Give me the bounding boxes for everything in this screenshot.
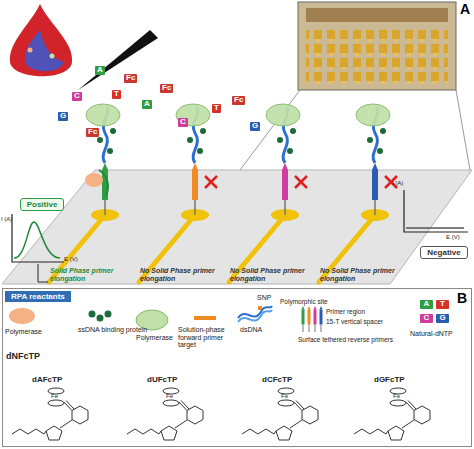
reactant-label: 15-T vertical spacer [326, 318, 383, 325]
panel: B RPA reactants [2, 288, 472, 447]
status-text: Positive [21, 199, 63, 210]
nucleotide-letter: G [250, 122, 260, 131]
element-symbol: Fe [281, 393, 288, 400]
panel-letter: A [460, 1, 470, 17]
result-text: No Solid Phase primer elongation [140, 267, 224, 282]
element-symbol: Fe [51, 393, 58, 400]
reactant-label: dsDNA [240, 326, 262, 334]
nucleotide-letter: T [436, 300, 449, 309]
nucleotide-letter: C [72, 92, 82, 101]
status-box: Positive [20, 198, 64, 211]
panel: A PositiveNegative [0, 0, 474, 286]
element-symbol: Fe [166, 393, 173, 400]
reactant-label: SNP [257, 294, 271, 302]
axis-label: I (A) [1, 216, 12, 223]
nucleotide-letter: T [212, 104, 221, 113]
nucleotide-letter: C [420, 314, 433, 323]
reactant-label: Polymorphic site [280, 298, 328, 305]
axis-label: E (V) [64, 256, 78, 263]
status-box: Negative [420, 246, 468, 259]
result-text: No Solid Phase primer elongation [320, 267, 404, 282]
element-symbol: Fe [393, 393, 400, 400]
nucleotide-letter: G [58, 112, 68, 121]
nucleotide-letter: C [178, 118, 188, 127]
panel-letter: B [457, 290, 467, 306]
reactant-label: Primer region [326, 308, 365, 315]
nucleotide-letter: A [420, 300, 433, 309]
reactant-label: Polymerase [5, 328, 42, 336]
reactant-label: ssDNA binding protein [78, 326, 147, 334]
fc-tag: Fc [232, 96, 245, 105]
reactant-label: Solution-phase forward primer target [178, 326, 234, 349]
compound-name: dCFcTP [262, 376, 292, 385]
compound-name: dNFcTP [6, 352, 40, 362]
compound-name: dUFcTP [147, 376, 177, 385]
axis-label: I (A) [392, 180, 403, 187]
result-text: Solid Phase primer elongation [50, 267, 134, 282]
compound-name: dAFcTP [32, 376, 62, 385]
status-text: Negative [421, 247, 467, 258]
fc-tag: Fc [160, 84, 173, 93]
reactant-label: Polymerase [136, 334, 173, 342]
result-text: No Solid Phase primer elongation [230, 267, 314, 282]
fc-tag: Fc [86, 128, 99, 137]
reactant-label: Natural-dNTP [410, 330, 453, 338]
nucleotide-letter: G [436, 314, 449, 323]
nucleotide-letter: A [142, 100, 152, 109]
fc-tag: Fc [124, 74, 137, 83]
reactant-label: Surface tethered reverse primers [298, 336, 393, 343]
panel-heading: RPA reactants [5, 291, 71, 302]
axis-label: E (V) [446, 234, 460, 241]
nucleotide-letter: T [112, 90, 121, 99]
nucleotide-letter: A [95, 66, 105, 75]
compound-name: dGFcTP [374, 376, 405, 385]
